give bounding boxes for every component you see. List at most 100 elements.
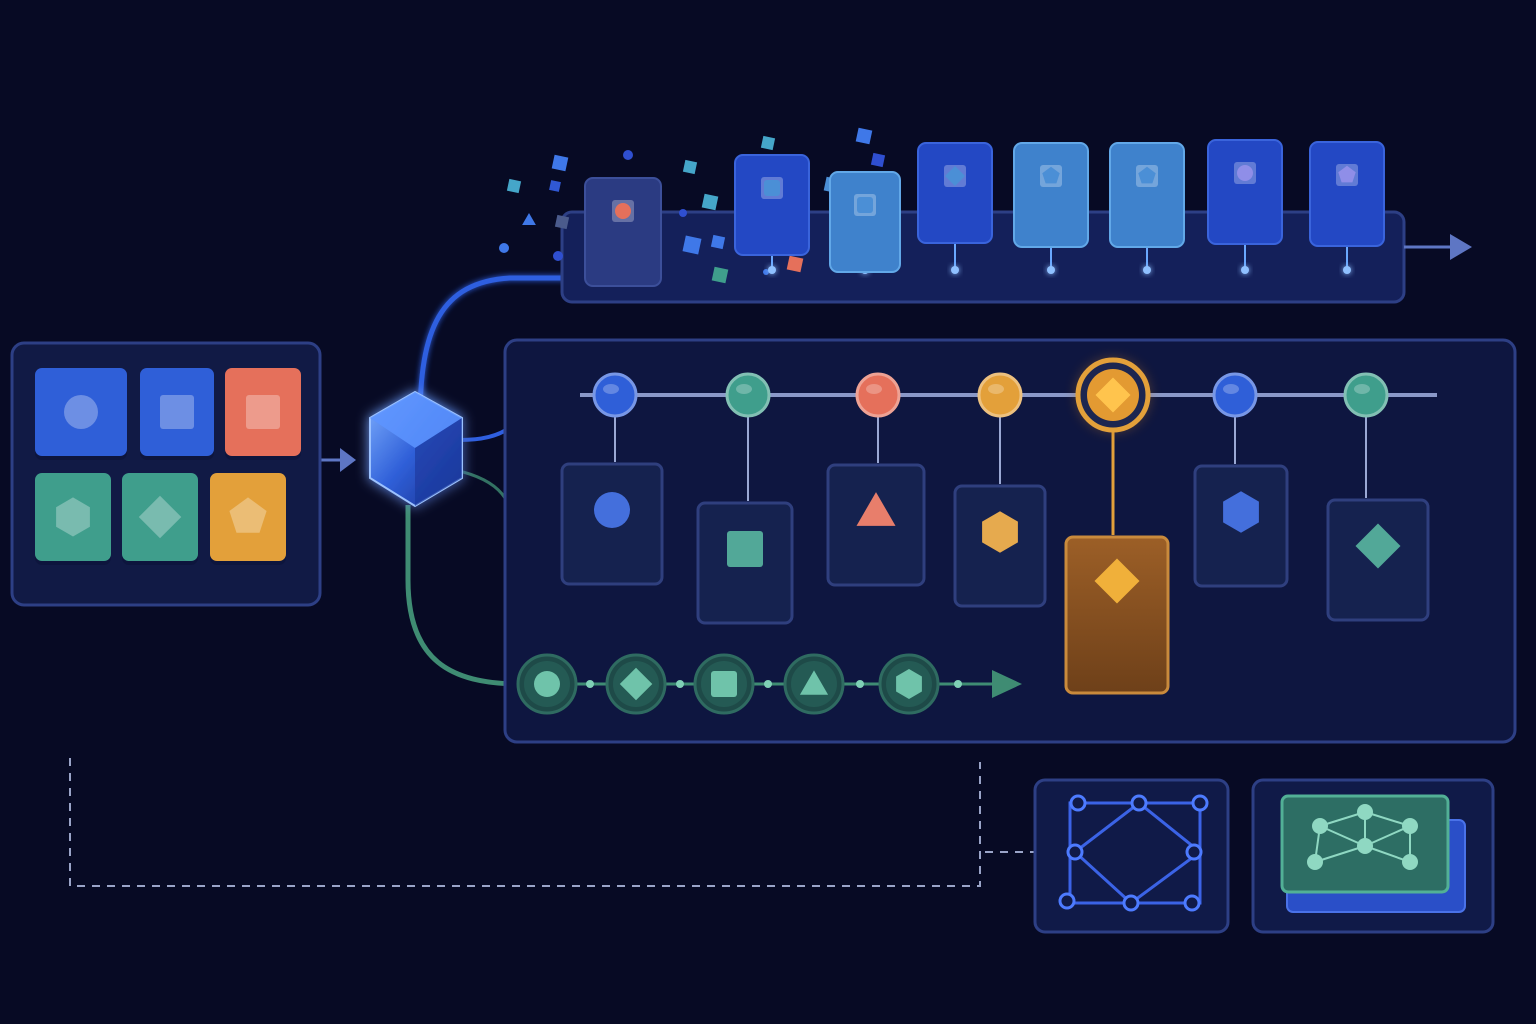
- output-cards: [1033, 778, 1495, 934]
- sequence-bead[interactable]: [516, 653, 578, 715]
- stream-card[interactable]: [584, 177, 662, 287]
- particle-square: [760, 135, 776, 151]
- stream-card[interactable]: [829, 171, 901, 274]
- stream-card-circle-icon: [1237, 165, 1253, 181]
- stream-card-body: [917, 142, 993, 244]
- timeline-node[interactable]: [1326, 372, 1430, 622]
- timeline-card-diamond-icon: [1094, 558, 1140, 604]
- timeline-card-square-icon: [727, 531, 763, 567]
- timeline-node-dot: [1343, 372, 1389, 418]
- source-tile[interactable]: [210, 473, 286, 565]
- stream-card-light: [1343, 266, 1351, 274]
- particle-square: [682, 235, 702, 255]
- source-tile[interactable]: [35, 473, 111, 565]
- sequence-connector-dot: [586, 680, 594, 688]
- polygon-graph-vertex: [1058, 892, 1076, 910]
- timeline-node-diamond-icon: [1095, 377, 1131, 413]
- stream-card[interactable]: [1207, 139, 1283, 274]
- sequence-bead[interactable]: [693, 653, 755, 715]
- source-tile-square-icon: [160, 395, 194, 429]
- source-tile-circle-icon: [64, 395, 98, 429]
- particle-square: [506, 178, 522, 194]
- timeline-node[interactable]: [1193, 372, 1289, 588]
- stream-card[interactable]: [734, 154, 810, 274]
- output-card-frame: [1033, 778, 1230, 934]
- source-grid: [10, 341, 322, 607]
- timeline-node-shine: [866, 384, 882, 394]
- network-graph-node: [1402, 854, 1418, 870]
- source-tile-pentagon-icon: [229, 497, 267, 533]
- stream-card-body: [1207, 139, 1283, 245]
- connectors: [69, 275, 1040, 887]
- timeline-node-selected[interactable]: [1064, 357, 1170, 695]
- timeline-node-shine: [1354, 384, 1370, 394]
- stream-card-pentagon-icon: [1338, 165, 1356, 183]
- dashed-feedback-path: [69, 758, 981, 887]
- source-tile[interactable]: [140, 368, 214, 460]
- stream-card-pentagon-icon: [1138, 166, 1156, 184]
- sequence-bead[interactable]: [605, 653, 667, 715]
- particle-triangle: [522, 213, 536, 225]
- source-arrow-head: [340, 448, 356, 472]
- network-graph-edge: [1314, 845, 1366, 863]
- network-graph-edge: [1319, 825, 1366, 847]
- sequence-bead[interactable]: [878, 653, 940, 715]
- timeline-node-shine: [603, 384, 619, 394]
- stream-card[interactable]: [1013, 142, 1089, 274]
- timeline-panel: [503, 338, 1517, 744]
- network-graph-icon[interactable]: [1251, 778, 1495, 934]
- sequence-chain: [516, 653, 1022, 715]
- particle-square: [870, 152, 886, 168]
- stream-card-square-icon: [857, 197, 873, 213]
- timeline-node[interactable]: [953, 372, 1047, 608]
- stream-arrow-head: [1450, 234, 1472, 260]
- sequence-connector-dot: [856, 680, 864, 688]
- sequence-connector-dot: [676, 680, 684, 688]
- polygon-graph-vertex: [1066, 843, 1084, 861]
- stream-card[interactable]: [1309, 141, 1385, 274]
- stream-card-light: [768, 266, 776, 274]
- polygon-graph-vertex: [1130, 794, 1148, 812]
- crystal-gem-icon[interactable]: [369, 390, 463, 508]
- sequence-bead-diamond-icon: [619, 667, 653, 701]
- stream-card-body: [1013, 142, 1089, 248]
- timeline-node-dot: [592, 372, 638, 418]
- particle-square: [710, 234, 726, 250]
- network-graph-edge: [1364, 825, 1411, 847]
- polygon-graph-vertex: [1069, 794, 1087, 812]
- particle-square: [682, 159, 698, 175]
- stream-card-body: [1309, 141, 1385, 247]
- timeline-node[interactable]: [560, 372, 664, 586]
- polygon-graph-icon[interactable]: [1033, 778, 1230, 934]
- network-graph-node: [1402, 818, 1418, 834]
- stream-card-pentagon-icon: [1042, 166, 1060, 184]
- timeline-node[interactable]: [696, 372, 794, 625]
- particle-square: [701, 193, 719, 211]
- timeline-node-shine: [1223, 384, 1239, 394]
- connector-to-stream: [417, 275, 575, 421]
- sequence-connector-dot: [764, 680, 772, 688]
- source-tile-hexagon-icon: [56, 497, 90, 537]
- sequence-connector-dot: [954, 680, 962, 688]
- particle-square: [551, 154, 569, 172]
- sequence-bead-square-icon: [711, 671, 737, 697]
- network-graph-node: [1312, 818, 1328, 834]
- network-graph-node: [1307, 854, 1323, 870]
- timeline-card-circle-icon: [594, 492, 630, 528]
- particle-square: [855, 127, 873, 145]
- timeline-card: [1064, 535, 1170, 695]
- source-tile[interactable]: [225, 368, 301, 460]
- gem-facet-right: [415, 418, 462, 506]
- stream-card-light: [1047, 266, 1055, 274]
- network-graph-node: [1357, 804, 1373, 820]
- stream-card[interactable]: [917, 142, 993, 274]
- sequence-bead[interactable]: [783, 653, 845, 715]
- particle-square: [549, 180, 561, 192]
- particle-square: [554, 214, 570, 230]
- timeline-node-dot: [977, 372, 1023, 418]
- source-tile[interactable]: [122, 473, 198, 565]
- stream-card[interactable]: [1109, 142, 1185, 274]
- source-tile[interactable]: [35, 368, 127, 460]
- timeline-node[interactable]: [826, 372, 926, 587]
